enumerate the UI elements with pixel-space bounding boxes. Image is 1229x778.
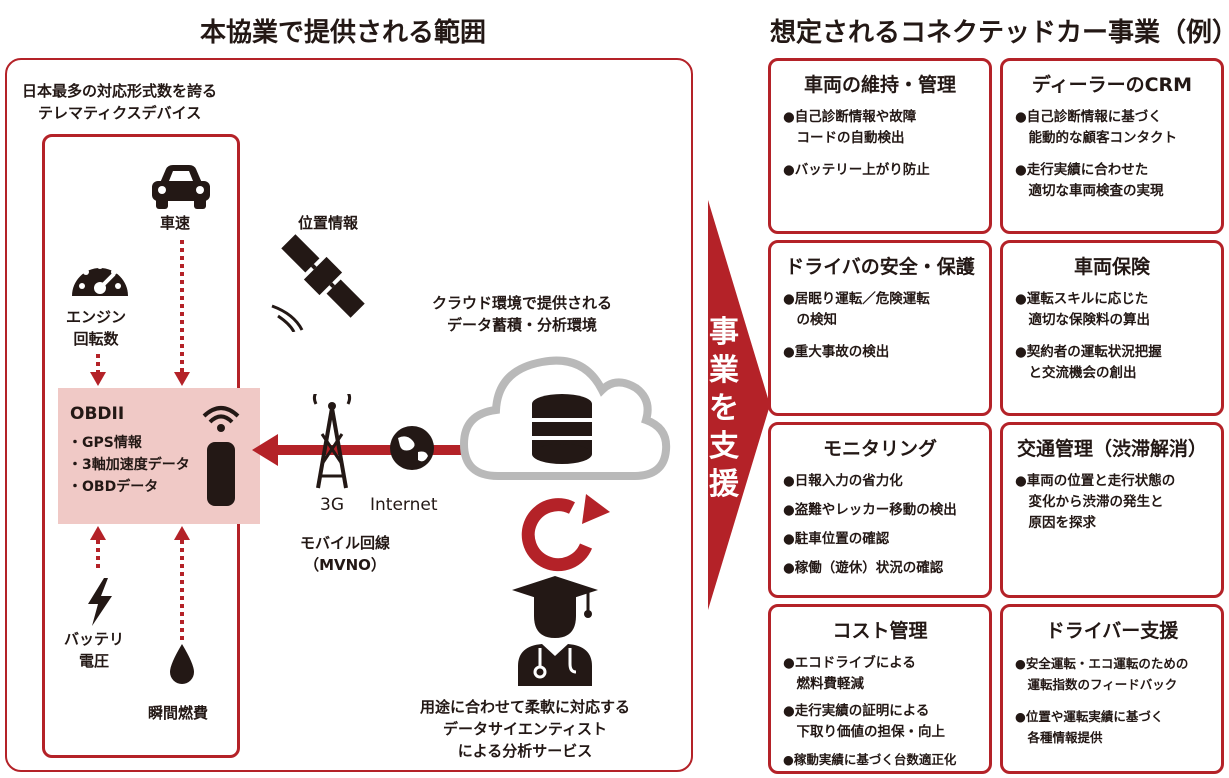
rpm-label-line2: 回転数 [73, 330, 119, 348]
business-box-item: ●盗難やレッカー移動の検出 [783, 502, 957, 518]
obd-item-list: ・GPS情報 ・3軸加速度データ ・OBDデータ [68, 432, 190, 498]
battery-label-line2: 電圧 [79, 652, 110, 670]
business-box-title: 交通管理（渋滞解消） [1016, 438, 1207, 460]
business-box-driver-safety: ドライバの安全・保護 ●居眠り運転／危険運転 の検知 ●重大事故の検出 [768, 240, 992, 416]
rpm-label: エンジン 回転数 [66, 306, 126, 350]
left-title: 本協業で提供される範囲 [200, 18, 487, 48]
business-box-item: ●バッテリー上がり防止 [783, 162, 930, 178]
business-box-item: ●重大事故の検出 [783, 344, 890, 360]
car-icon [152, 165, 210, 209]
obd-device-box: OBDII ・GPS情報 ・3軸加速度データ ・OBDデータ [58, 388, 260, 524]
label-internet: Internet [370, 495, 438, 515]
antenna-tower-icon [312, 394, 352, 489]
device-caption-line2: テレマティクスデバイス [38, 104, 202, 122]
business-box-item: ●エコドライブによる 燃料費軽減 [783, 655, 916, 692]
business-box-item: ●運転スキルに応じた 適切な保険料の算出 [1015, 291, 1150, 328]
label-3g: 3G [320, 495, 344, 515]
support-arrow-label: 事 業 を 支 援 [700, 314, 748, 504]
obd-item: ・GPS情報 [68, 435, 142, 451]
business-box-title: ディーラーのCRM [1031, 74, 1193, 96]
business-box-item: ●自己診断情報や故障 コードの自動検出 [783, 109, 917, 146]
scientist-label-line2: データサイエンティスト [443, 720, 607, 738]
business-box-title: コスト管理 [832, 620, 928, 642]
obd-title: OBDII [70, 404, 125, 424]
speed-arrowhead [174, 372, 190, 386]
business-box-item: ●自己診断情報に基づく 能動的な顧客コンタクト [1015, 109, 1177, 146]
data-scientist-icon [512, 576, 598, 686]
tachometer-icon [72, 263, 128, 296]
scientist-label: 用途に合わせて柔軟に対応する データサイエンティスト による分析サービス [420, 696, 630, 762]
cloud-label-line1: クラウド環境で提供される [432, 294, 613, 312]
business-box-item: ●稼動実績に基づく台数適正化 [783, 752, 957, 767]
scope-panel [5, 58, 693, 772]
support-arrow-char: 業 [709, 353, 739, 388]
battery-label: バッテリ 電圧 [64, 628, 124, 672]
cycle-arrow-icon [521, 494, 610, 572]
fuel-arrowhead [174, 526, 190, 540]
business-box-title: 車両保険 [1073, 256, 1150, 278]
speed-label: 車速 [160, 214, 191, 232]
device-dotted-arrows [90, 240, 190, 640]
satellite-icon [271, 234, 365, 332]
rpm-arrowhead [90, 372, 106, 386]
business-box-vehicle-maintenance: 車両の維持・管理 ●自己診断情報や故障 コードの自動検出 ●バッテリー上がり防止 [768, 58, 992, 234]
business-box-dealer-crm: ディーラーのCRM ●自己診断情報に基づく 能動的な顧客コンタクト ●走行実績に… [1000, 58, 1224, 234]
link-arrowhead-left [252, 434, 278, 466]
lightning-bolt-icon [88, 578, 112, 626]
battery-label-line1: バッテリ [64, 630, 125, 648]
business-box-title: 車両の維持・管理 [803, 74, 956, 96]
obd-dongle-icon [202, 406, 240, 506]
business-box-item: ●駐車位置の確認 [783, 531, 890, 547]
support-arrow-char: 援 [709, 467, 739, 502]
business-box-monitoring: モニタリング ●日報入力の省力化 ●盗難やレッカー移動の検出 ●駐車位置の確認 … [768, 422, 992, 598]
database-icon [532, 394, 592, 464]
gps-label: 位置情報 [298, 214, 359, 232]
business-box-item: ●稼働（遊休）状況の確認 [783, 560, 944, 576]
mobile-line-label-line2: （MVNO） [304, 556, 386, 574]
device-caption: 日本最多の対応形式数を誇る テレマティクスデバイス [22, 80, 217, 124]
right-title: 想定されるコネクテッドカー事業（例） [770, 18, 1229, 48]
business-box-item: ●安全運転・エコ運転のための 運転指数のフィードバック [1015, 656, 1189, 692]
fuel-label: 瞬間燃費 [148, 704, 209, 722]
fuel-drop-icon [170, 644, 194, 684]
mobile-line-label-line1: モバイル回線 [300, 534, 391, 552]
device-caption-line1: 日本最多の対応形式数を誇る [22, 82, 218, 100]
cloud-label-line2: データ蓄積・分析環境 [447, 316, 598, 334]
scientist-label-line3: による分析サービス [457, 742, 593, 760]
business-box-item: ●位置や運転実績に基づく 各種情報提供 [1015, 709, 1164, 745]
business-box-item: ●居眠り運転／危険運転 の検知 [783, 291, 930, 328]
business-box-vehicle-insurance: 車両保険 ●運転スキルに応じた 適切な保険料の算出 ●契約者の運転状況把握 と交… [1000, 240, 1224, 416]
business-box-item: ●走行実績の証明による 下取り価値の担保・向上 [783, 703, 945, 740]
globe-icon [390, 426, 434, 470]
business-box-cost-management: コスト管理 ●エコドライブによる 燃料費軽減 ●走行実績の証明による 下取り価値… [768, 604, 992, 774]
battery-arrowhead [90, 526, 106, 540]
business-box-item: ●車両の位置と走行状態の 変化から渋滞の発生と 原因を探求 [1015, 473, 1176, 531]
support-arrow-char: 支 [709, 429, 739, 464]
business-box-item: ●日報入力の省力化 [783, 473, 903, 489]
support-arrow-char: を [709, 391, 739, 426]
business-box-title: ドライバー支援 [1045, 620, 1179, 642]
obd-item: ・3軸加速度データ [68, 457, 190, 473]
rpm-label-line1: エンジン [66, 308, 127, 326]
business-box-traffic-management: 交通管理（渋滞解消） ●車両の位置と走行状態の 変化から渋滞の発生と 原因を探求 [1000, 422, 1224, 598]
business-box-title: ドライバの安全・保護 [785, 256, 975, 278]
support-arrow-char: 事 [709, 315, 739, 350]
business-box-driver-support: ドライバー支援 ●安全運転・エコ運転のための 運転指数のフィードバック ●位置や… [1000, 604, 1224, 774]
scientist-label-line1: 用途に合わせて柔軟に対応する [420, 698, 631, 716]
business-box-item: ●契約者の運転状況把握 と交流機会の創出 [1015, 344, 1162, 381]
cloud-icon [459, 356, 671, 480]
support-arrow [708, 200, 770, 610]
obd-item: ・OBDデータ [68, 479, 159, 495]
mobile-line-label: モバイル回線 （MVNO） [300, 532, 390, 576]
business-box-item: ●走行実績に合わせた 適切な車両検査の実現 [1015, 162, 1164, 199]
cloud-label: クラウド環境で提供される データ蓄積・分析環境 [432, 292, 612, 336]
business-box-title: モニタリング [822, 438, 937, 460]
